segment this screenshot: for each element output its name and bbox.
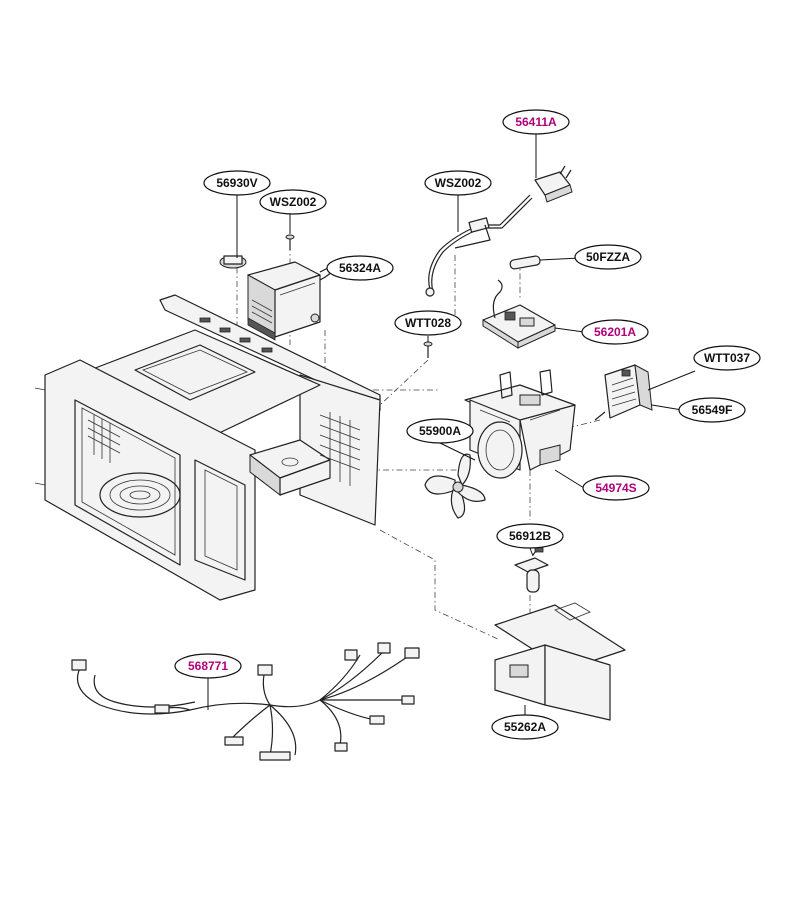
callout-50FZZA: 50FZZA [574, 244, 642, 270]
callout-WTT037: WTT037 [693, 345, 761, 371]
callout-label: 54974S [595, 481, 636, 495]
callout-WSZ002-right: WSZ002 [424, 170, 492, 196]
interlock-switch-part [594, 364, 653, 421]
fuse-part [509, 255, 541, 270]
callout-label: 56201A [594, 325, 636, 339]
lamp-bracket-part [494, 602, 626, 721]
magnetron-part [247, 261, 336, 341]
callout-label: WSZ002 [270, 195, 317, 209]
callout-label: 55262A [504, 720, 546, 734]
oven-cavity-chassis [34, 294, 381, 601]
callout-55262A: 55262A [491, 714, 559, 740]
thermostat-part [219, 255, 247, 269]
noise-filter-board-part [482, 279, 556, 349]
callout-label: WTT037 [704, 351, 750, 365]
fan-blade-part [424, 421, 523, 519]
callout-56912B: 56912B [496, 523, 564, 549]
callout-label: WTT028 [405, 316, 451, 330]
callout-label: 568771 [188, 659, 228, 673]
callout-56549F: 56549F [678, 397, 746, 423]
callout-WSZ002-left: WSZ002 [259, 189, 327, 215]
callout-56411A: 56411A [502, 109, 570, 135]
wire-harness-part [71, 642, 420, 761]
screw-part [285, 234, 295, 250]
callout-56201A: 56201A [581, 319, 649, 345]
callout-56324A: 56324A [326, 255, 394, 281]
callout-56930V: 56930V [203, 170, 271, 196]
callout-label: 56912B [509, 529, 551, 543]
callout-54974S: 54974S [582, 475, 650, 501]
power-cord-part [425, 165, 573, 297]
callout-label: 56324A [339, 261, 381, 275]
callout-55900A: 55900A [406, 418, 474, 444]
callout-label: 55900A [419, 424, 461, 438]
callout-568771: 568771 [174, 653, 242, 679]
callout-WTT028: WTT028 [394, 310, 462, 336]
leader-lines [207, 134, 696, 715]
callout-label: WSZ002 [435, 176, 482, 190]
callout-label: 56411A [515, 115, 557, 129]
callout-label: 50FZZA [586, 250, 630, 264]
callout-label: 56930V [216, 176, 257, 190]
callout-label: 56549F [692, 403, 733, 417]
screw-wtt028-part [423, 341, 433, 358]
lamp-part [514, 545, 549, 593]
